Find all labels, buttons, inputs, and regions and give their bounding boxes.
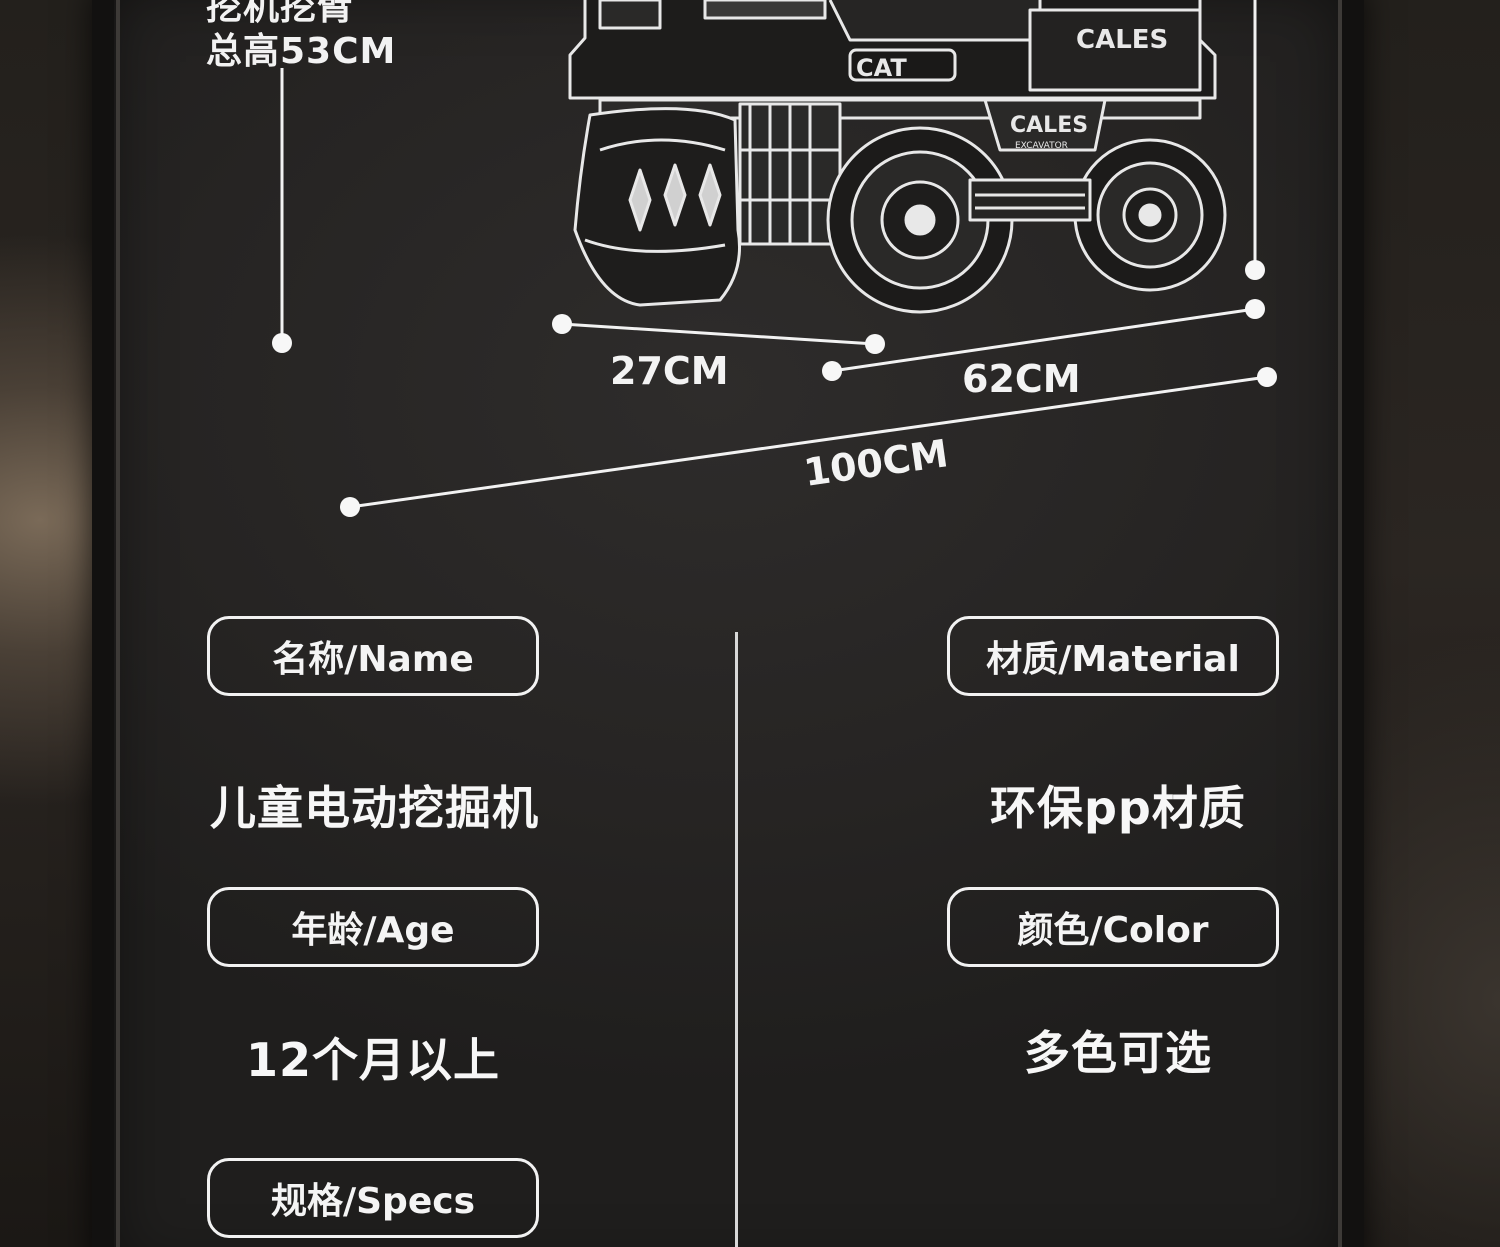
age-value: 12个月以上 [246, 1033, 501, 1087]
dim-100-line [349, 375, 1268, 509]
material-value: 环保pp材质 [990, 781, 1246, 835]
dim-27-dot-end [865, 334, 885, 354]
dim-62-label: 62CM [962, 357, 1081, 401]
arm-height-label-line1: 挖机挖臂 [206, 0, 355, 28]
excavator-illustration [568, 0, 1227, 314]
dim-62-dot-start [822, 361, 842, 381]
spec-column-divider [735, 632, 738, 1247]
dim-62-line [831, 307, 1256, 373]
panel-right-edge [1338, 0, 1342, 1247]
dim-62-dot-end [1245, 299, 1265, 319]
height-dimension-dot [272, 333, 292, 353]
age-label-pill: 年龄/Age [207, 887, 539, 967]
illustration-logo-side: CALES [1076, 25, 1168, 55]
material-label-pill: 材质/Material [947, 616, 1279, 696]
dim-27-line [561, 322, 876, 346]
name-label-pill: 名称/Name [207, 616, 539, 696]
specs-label-pill: 规格/Specs [207, 1158, 539, 1238]
color-label-pill: 颜色/Color [947, 887, 1279, 967]
panel-left-edge [116, 0, 120, 1247]
arm-height-label-line2: 总高53CM [206, 31, 397, 72]
right-height-dot [1245, 260, 1265, 280]
color-value: 多色可选 [1024, 1026, 1212, 1080]
dim-27-label: 27CM [610, 349, 729, 393]
illustration-logo-small: EXCAVATOR [1015, 141, 1068, 151]
name-value: 儿童电动挖掘机 [210, 781, 539, 835]
illustration-logo-top: CAT [856, 54, 907, 82]
dim-100-dot-end [1257, 367, 1277, 387]
dim-27-dot-start [552, 314, 572, 334]
illustration-logo-front: CALES [1010, 113, 1088, 138]
dim-100-dot-start [340, 497, 360, 517]
